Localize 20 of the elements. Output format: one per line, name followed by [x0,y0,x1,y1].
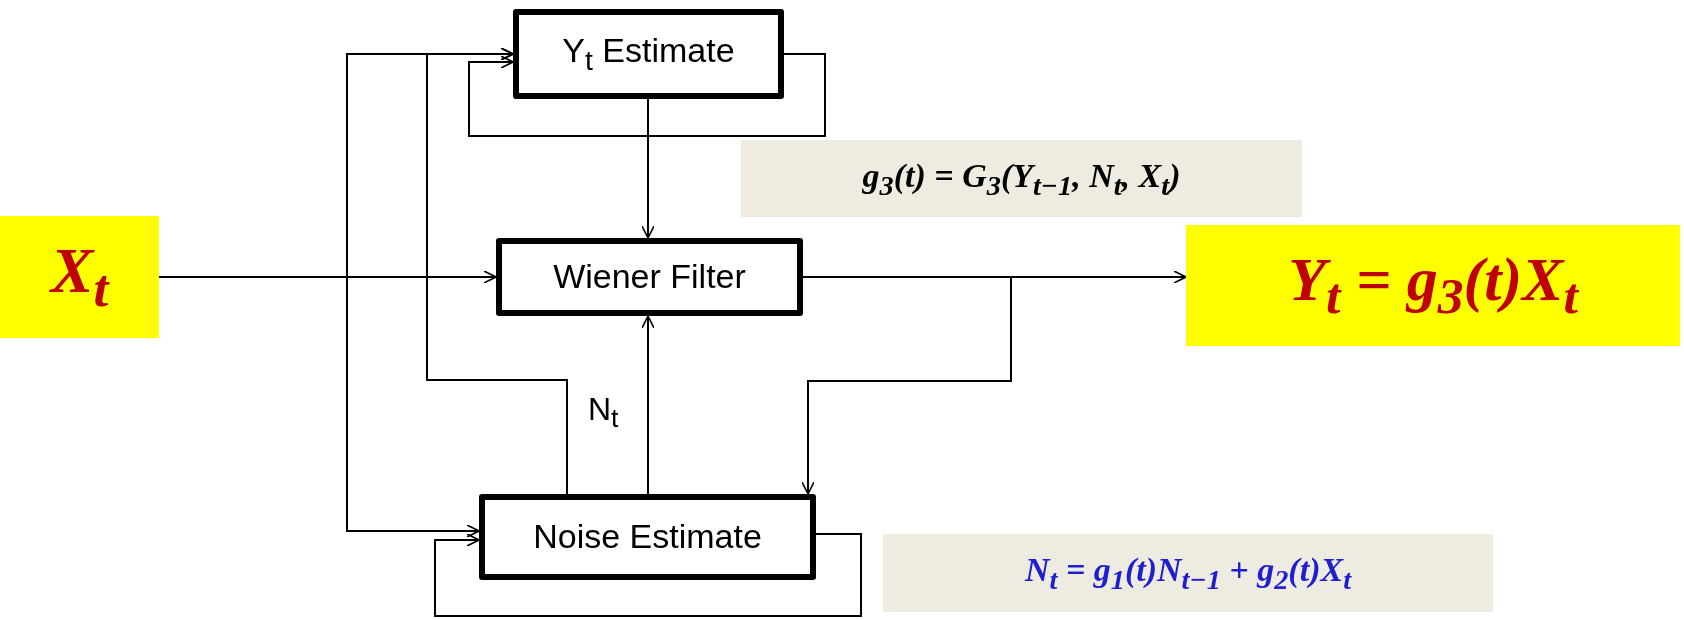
node-text: Y$_{t}$ Estimate [562,32,735,76]
connector-arrow [801,276,1012,495]
output-equation-box [1186,225,1680,346]
process-box [479,494,816,580]
equation-box [883,534,1493,612]
equation-box [741,140,1302,217]
input-signal-box [0,216,159,338]
node-text: Wiener Filter [553,258,746,296]
node-text: X$_{t}$ [50,236,109,318]
node-text: g$_{3}$(t) = G$_{3}$(Y$_{t−1}$, N$_{t}$, X$_{t}$) [862,156,1181,201]
node-text: N$_{t}$ = g$_{1}$(t)N$_{t−1}$ + g$_{2}$(t)X$_{t}$ [1024,551,1351,595]
process-box [496,238,803,316]
process-box [513,9,784,99]
connector-arrow [468,53,826,137]
connector-arrow [426,47,568,495]
node-text: Noise Estimate [533,518,762,556]
node-text: Y$_{t}$ = g$_{3}$(t)X$_{t}$ [1288,245,1578,326]
connector-arrow [434,533,862,617]
connector-arrow [641,98,655,239]
connector-arrow [641,315,655,495]
